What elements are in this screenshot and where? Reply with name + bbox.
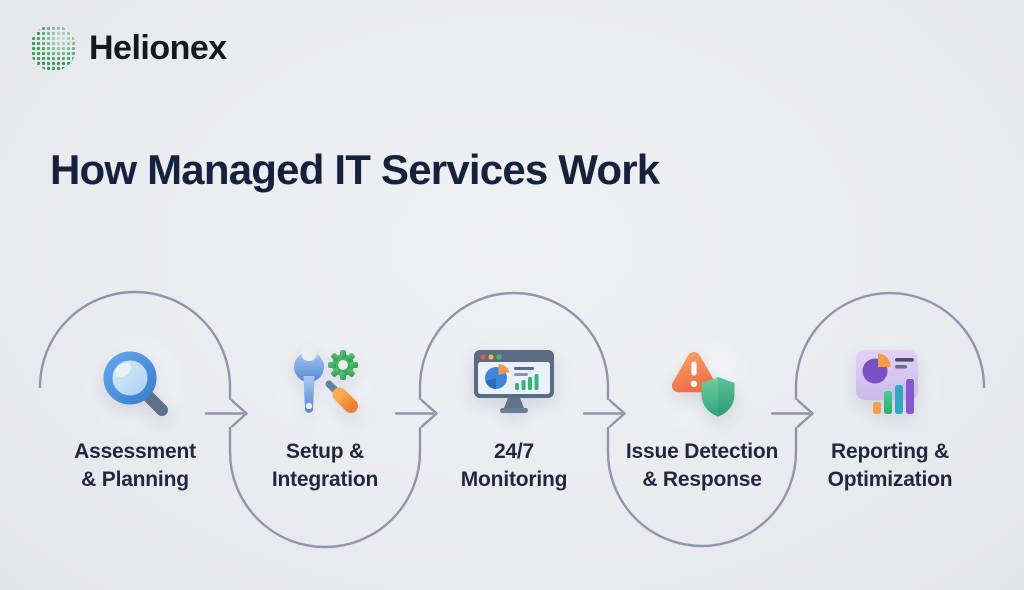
wrench-gear-screwdriver-icon — [294, 345, 358, 413]
step-setup-integration: Setup & Integration — [225, 340, 425, 493]
step-reporting-optimization: Reporting & Optimization — [790, 340, 990, 493]
brand-logo: Helionex — [30, 25, 227, 71]
step-label: Reporting & Optimization — [827, 440, 953, 491]
arc-under-step2 — [228, 426, 422, 549]
step-label: Assessment & Planning — [74, 440, 196, 491]
step-label: Setup & Integration — [271, 440, 379, 491]
step-label: Issue Detection & Response — [625, 440, 779, 491]
step-assessment-planning: Assessment & Planning — [35, 340, 235, 493]
arc-under-step4 — [606, 426, 798, 548]
step-247-monitoring: 24/7 Monitoring — [414, 340, 614, 493]
warning-shield-icon — [671, 352, 735, 417]
dotted-globe-icon — [30, 25, 76, 71]
monitor-dashboard-icon — [474, 350, 554, 413]
step-label: 24/7 Monitoring — [460, 440, 568, 491]
brand-name: Helionex — [89, 28, 227, 67]
page-title: How Managed IT Services Work — [50, 146, 660, 193]
step-issue-detection-response: Issue Detection & Response — [602, 340, 802, 493]
magnifier-icon — [103, 351, 168, 416]
report-charts-icon — [856, 350, 918, 414]
